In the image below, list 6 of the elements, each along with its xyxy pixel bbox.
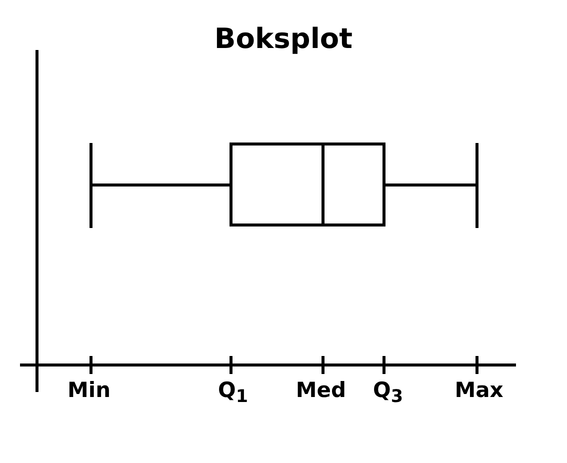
tick-label: Max (454, 378, 504, 402)
tick-label: Med (296, 378, 346, 402)
tick-label: Q$_{3}$ (372, 378, 404, 408)
tick-label: Q$_{1}$ (218, 378, 248, 408)
tick-label: Min (67, 378, 111, 402)
chart-title: Boksplot (214, 22, 353, 55)
